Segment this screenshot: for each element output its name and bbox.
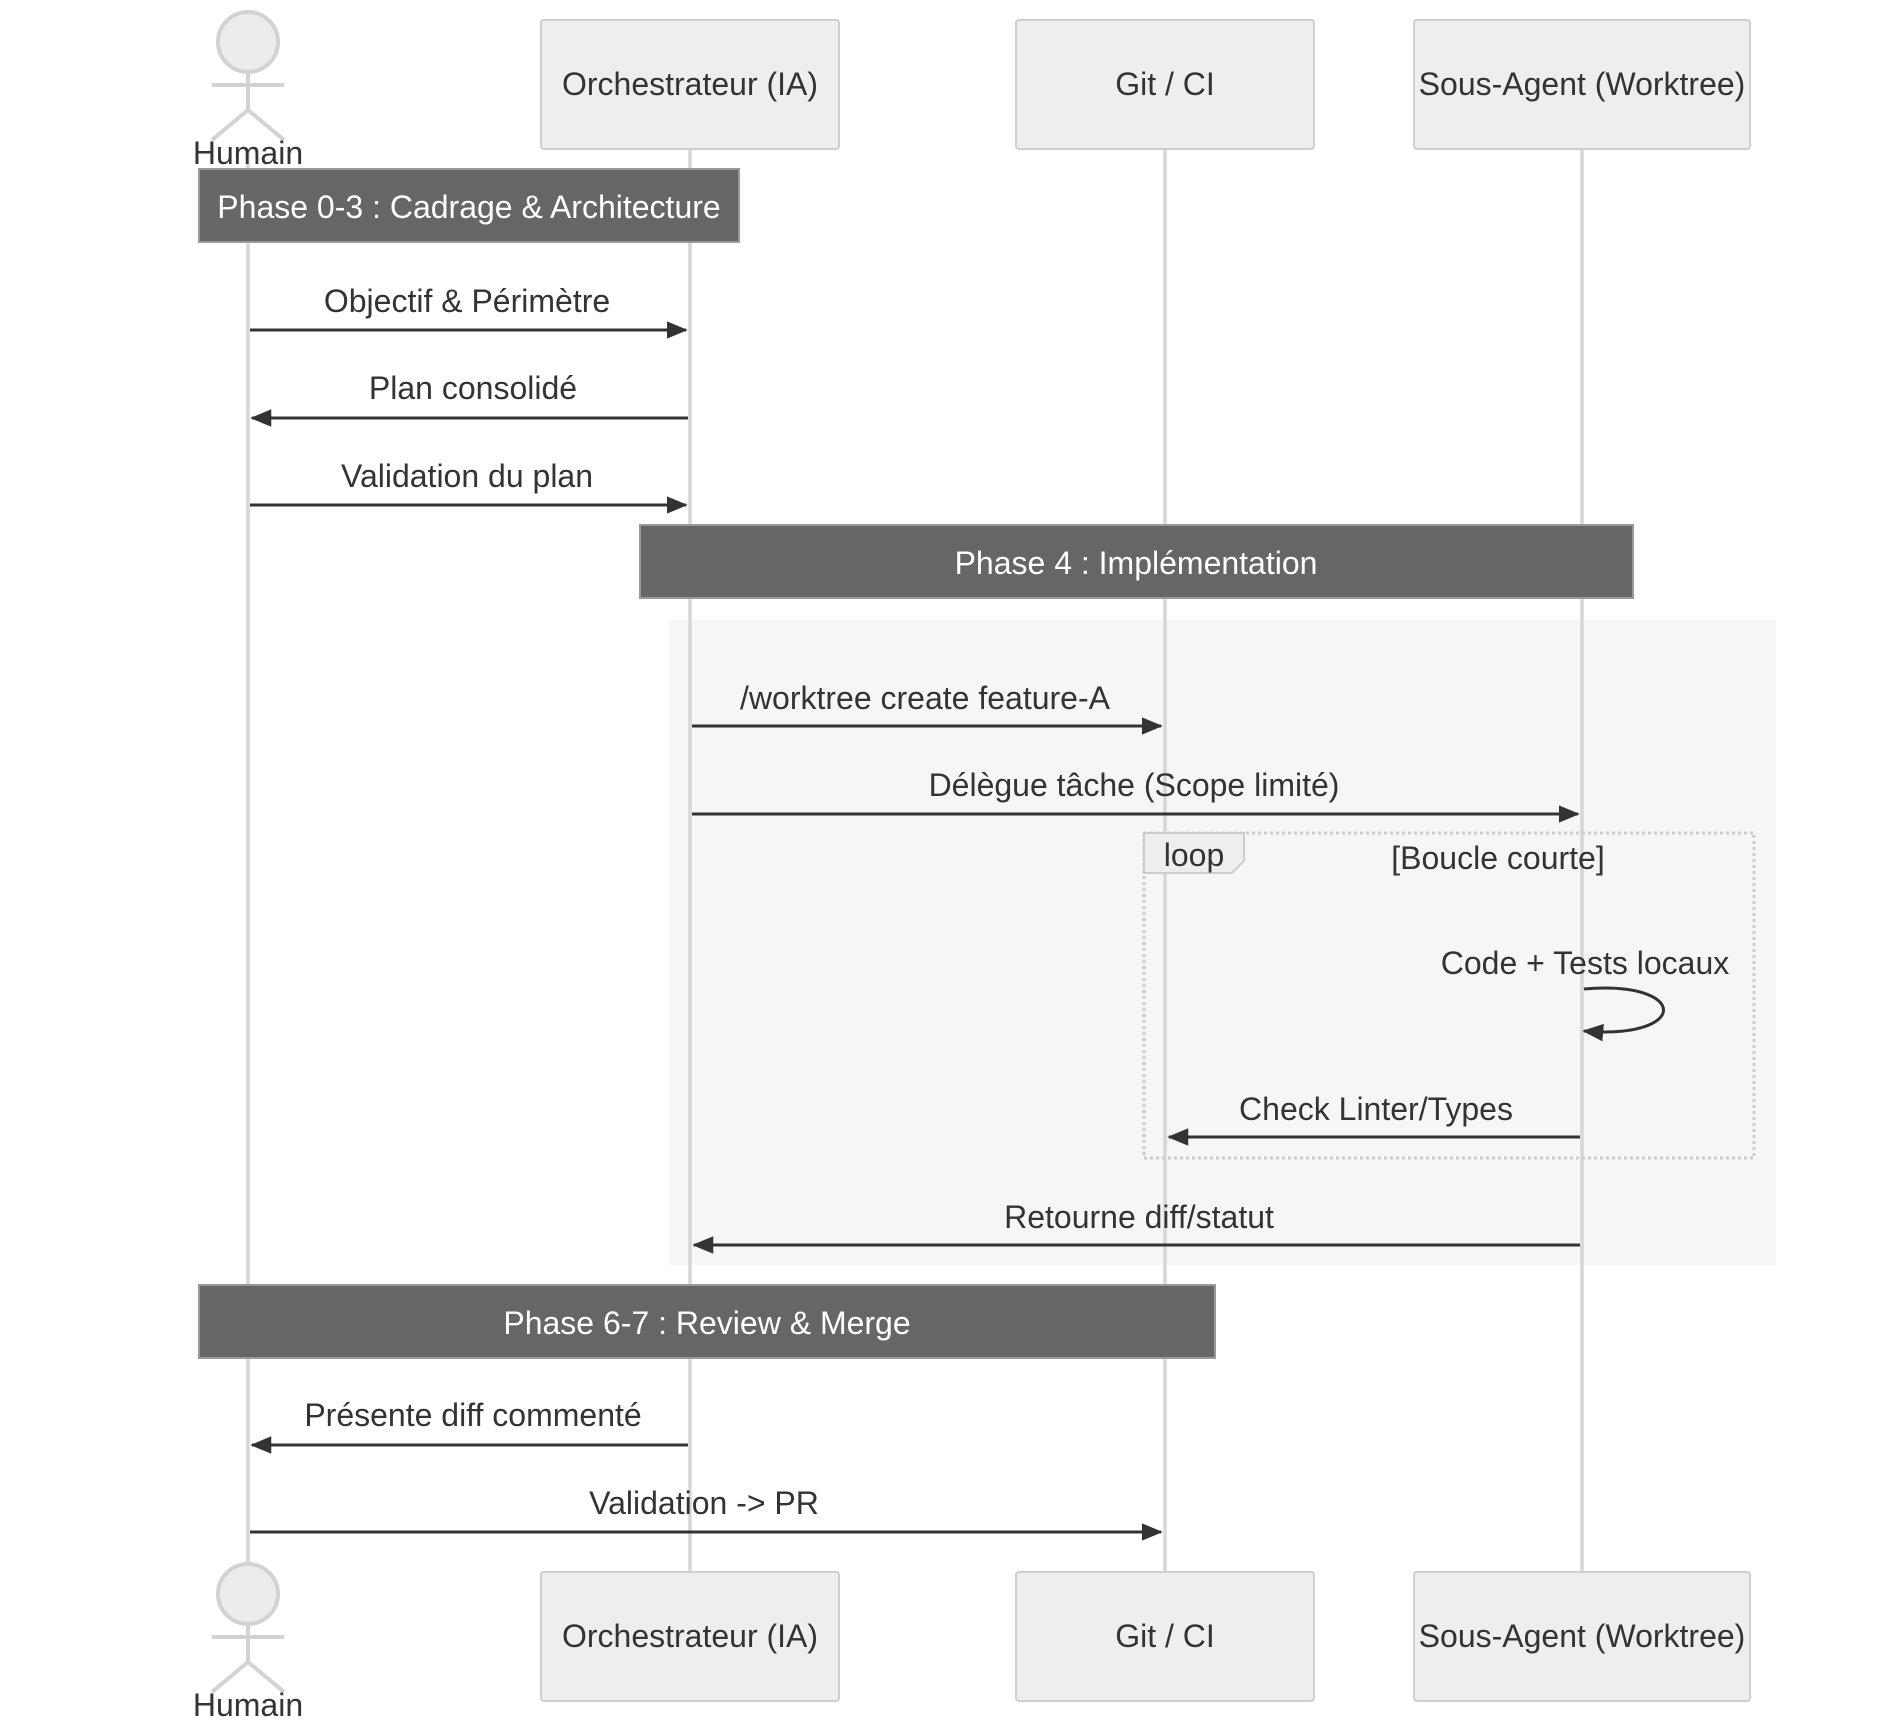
message-label: Objectif & Périmètre xyxy=(324,283,610,319)
participant-orchestrateur-bottom: Orchestrateur (IA) xyxy=(540,1571,840,1702)
actor-humain-bottom: Humain xyxy=(193,1562,303,1723)
phase-note-cadrage: Phase 0-3 : Cadrage & Architecture xyxy=(198,168,740,243)
message-label: Plan consolidé xyxy=(369,370,577,406)
message-objectif: Objectif & Périmètre xyxy=(250,283,688,339)
message-validation-plan: Validation du plan xyxy=(250,458,688,514)
message-label: Délègue tâche (Scope limité) xyxy=(929,767,1340,803)
participant-sous-agent-top: Sous-Agent (Worktree) xyxy=(1413,19,1751,150)
participant-git-ci-bottom: Git / CI xyxy=(1015,1571,1315,1702)
loop-tag-label: loop xyxy=(1164,837,1225,873)
participant-label: Git / CI xyxy=(1115,1618,1215,1654)
participant-git-ci-top: Git / CI xyxy=(1015,19,1315,150)
message-label: Validation du plan xyxy=(341,458,593,494)
message-label: Validation -> PR xyxy=(589,1485,819,1521)
message-label: Présente diff commenté xyxy=(304,1397,641,1433)
phase-note-implementation: Phase 4 : Implémentation xyxy=(639,524,1634,599)
participant-sous-agent-bottom: Sous-Agent (Worktree) xyxy=(1413,1571,1751,1702)
participant-label: Orchestrateur (IA) xyxy=(562,66,818,102)
message-check-linter: Check Linter/Types xyxy=(1167,1091,1580,1146)
loop-frame: loop [Boucle courte] xyxy=(1142,831,1756,1160)
phase-note-label: Phase 0-3 : Cadrage & Architecture xyxy=(217,189,720,225)
phase-note-label: Phase 6-7 : Review & Merge xyxy=(503,1305,910,1341)
phase-note-review: Phase 6-7 : Review & Merge xyxy=(198,1284,1216,1359)
actor-head-icon xyxy=(216,10,280,74)
loop-condition: [Boucle courte] xyxy=(1391,840,1604,876)
message-label: Check Linter/Types xyxy=(1239,1091,1513,1127)
phase-note-label: Phase 4 : Implémentation xyxy=(955,545,1318,581)
message-worktree-create: /worktree create feature-A xyxy=(692,680,1163,735)
participant-label: Orchestrateur (IA) xyxy=(562,1618,818,1654)
participant-label: Git / CI xyxy=(1115,66,1215,102)
participant-orchestrateur-top: Orchestrateur (IA) xyxy=(540,19,840,150)
message-self-arrow xyxy=(1582,986,1665,1042)
actor-label: Humain xyxy=(193,1687,303,1723)
message-label: Retourne diff/statut xyxy=(1004,1199,1274,1235)
message-retourne-diff: Retourne diff/statut xyxy=(692,1199,1580,1254)
participant-label: Sous-Agent (Worktree) xyxy=(1419,1618,1746,1654)
message-validation-pr: Validation -> PR xyxy=(250,1485,1163,1541)
participant-label: Sous-Agent (Worktree) xyxy=(1419,66,1746,102)
message-code-tests: Code + Tests locaux xyxy=(1441,945,1729,1042)
loop-tag xyxy=(1143,832,1245,874)
actor-humain-top: Humain xyxy=(193,10,303,171)
actor-label: Humain xyxy=(193,135,303,171)
actor-head-icon xyxy=(216,1562,280,1626)
message-delegue-tache: Délègue tâche (Scope limité) xyxy=(692,767,1580,823)
message-plan-consolide: Plan consolidé xyxy=(250,370,688,427)
message-label: /worktree create feature-A xyxy=(740,680,1111,716)
message-presente-diff: Présente diff commenté xyxy=(250,1397,688,1454)
message-label: Code + Tests locaux xyxy=(1441,945,1729,981)
implementation-highlight xyxy=(669,620,1776,1265)
